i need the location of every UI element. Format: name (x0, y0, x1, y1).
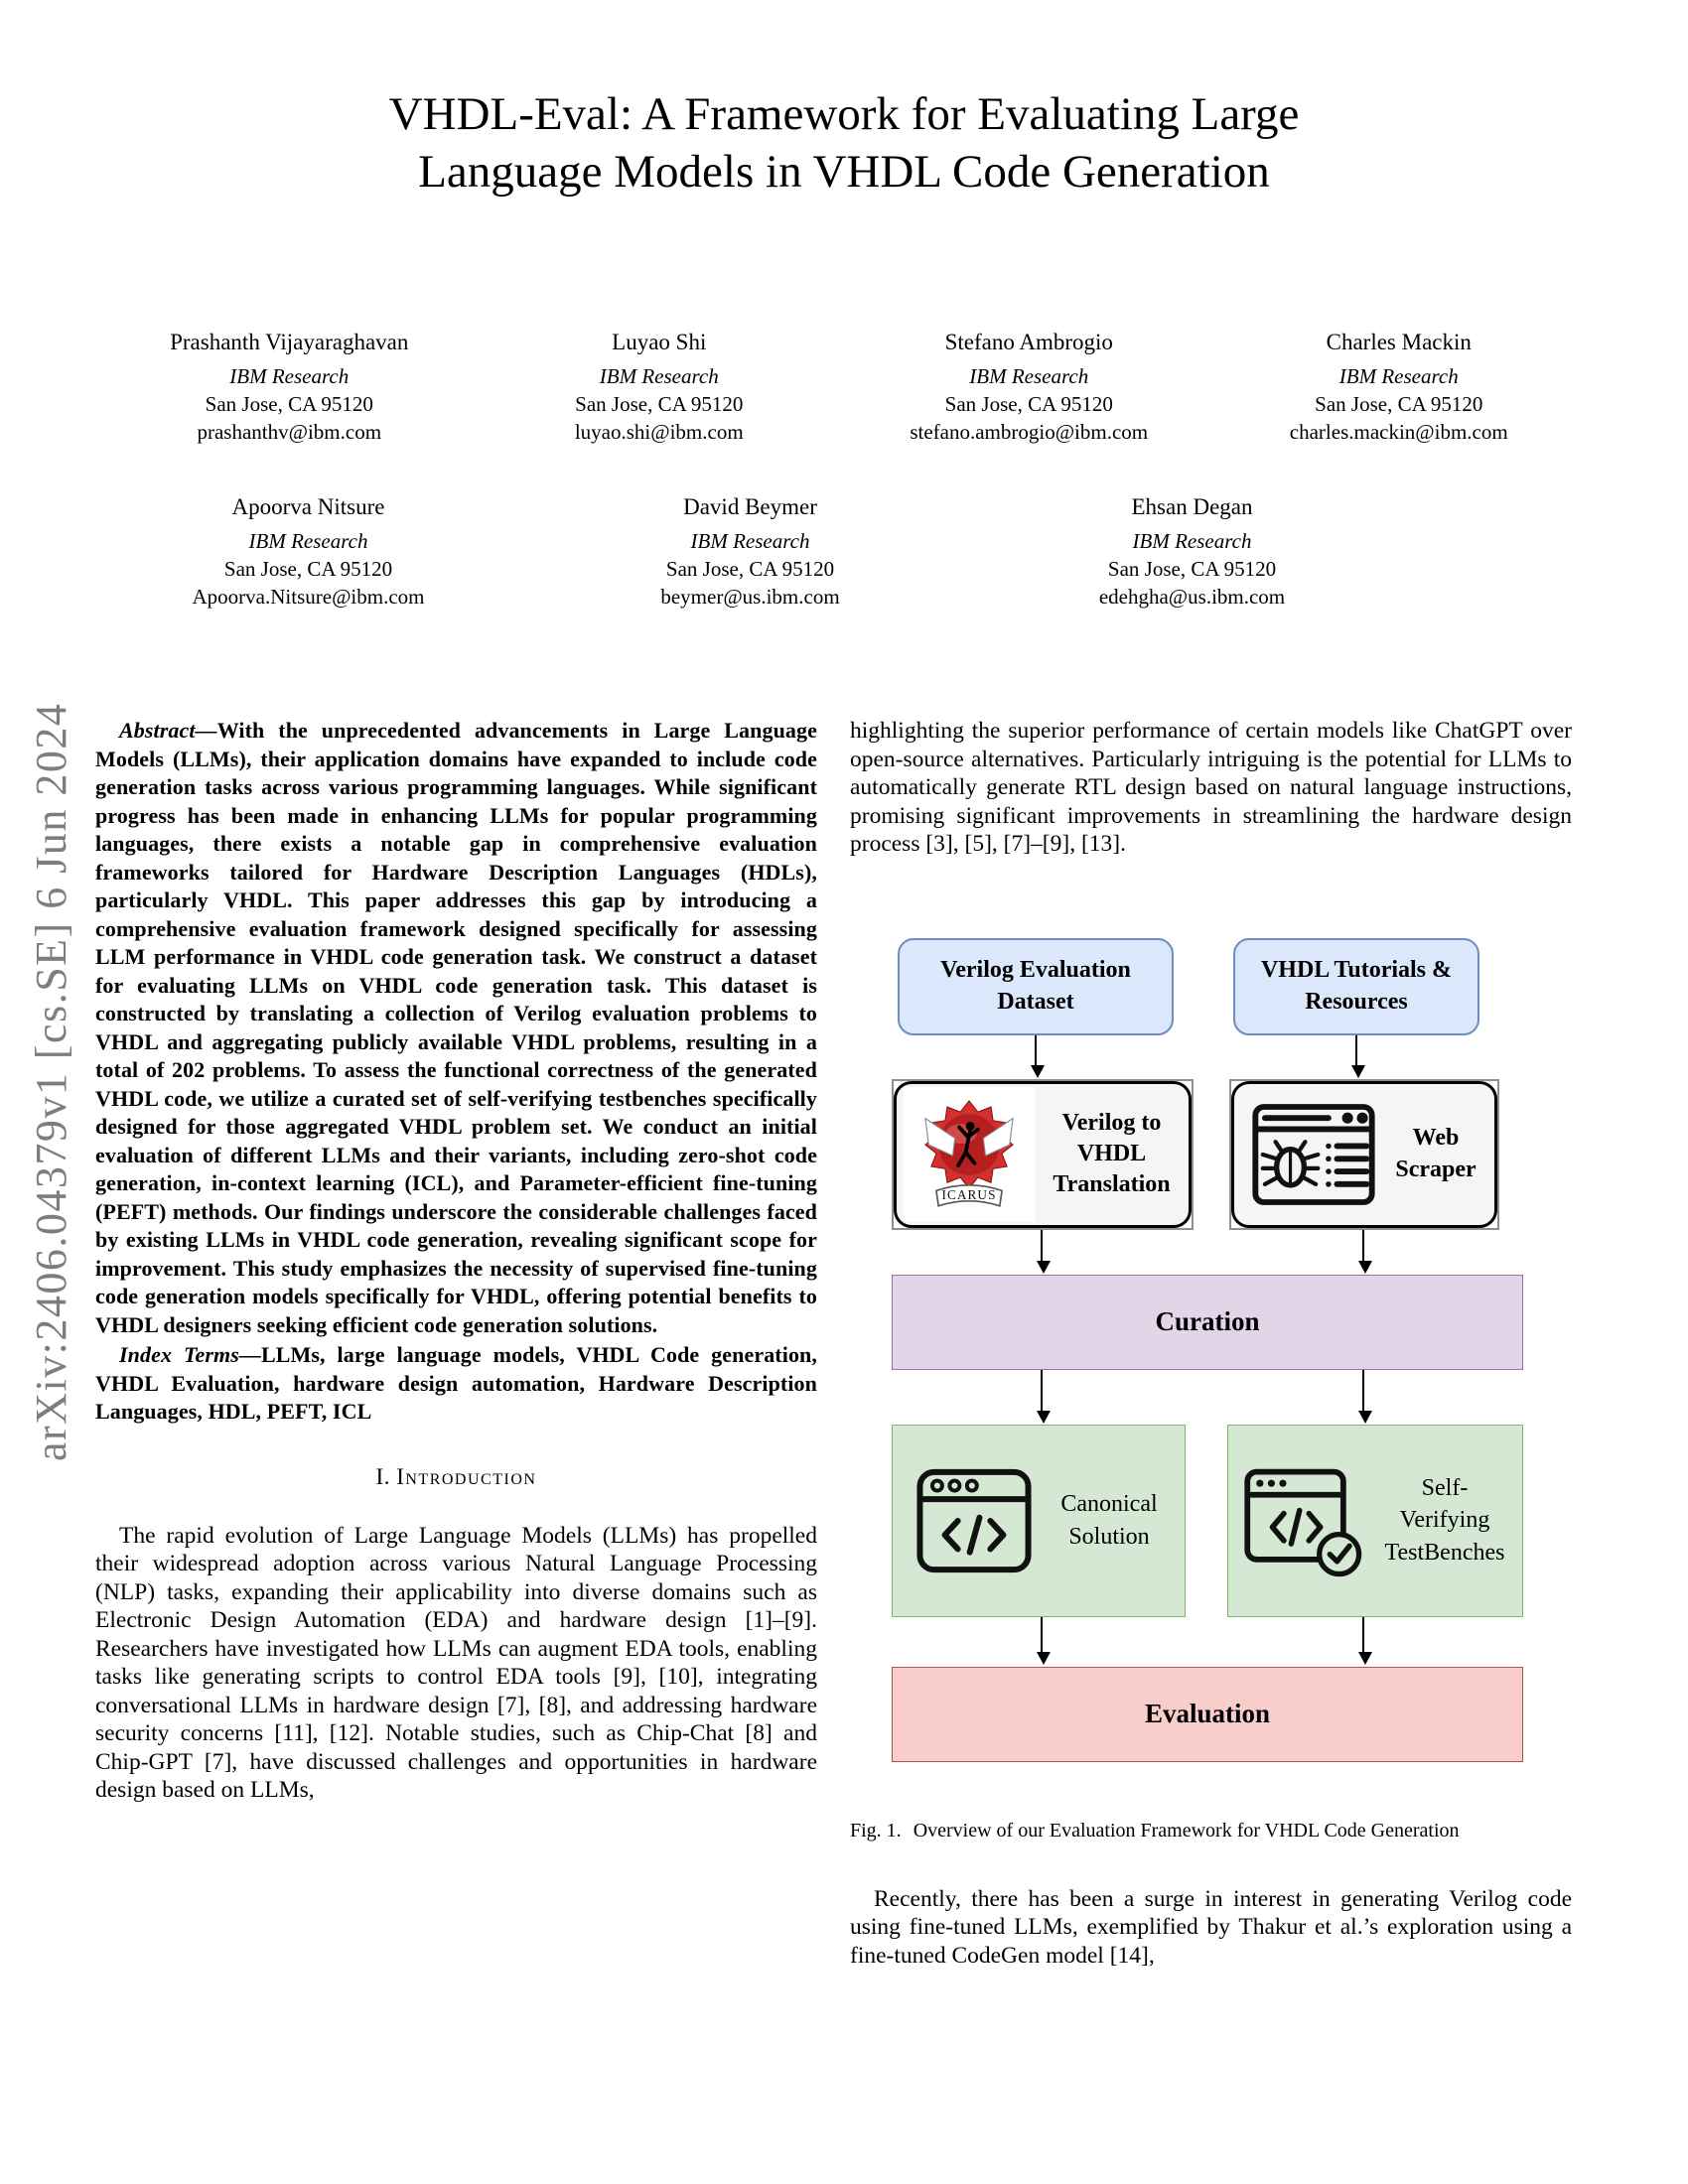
web-scraper-icon (1252, 1103, 1375, 1205)
index-terms: Index Terms—LLMs, large language models,… (95, 1341, 817, 1427)
author-name: Stefano Ambrogio (944, 330, 1113, 354)
author-location: San Jose, CA 95120 (1315, 392, 1483, 416)
author-block: Apoorva Nitsure IBM Research San Jose, C… (87, 492, 529, 611)
author-location: San Jose, CA 95120 (1107, 557, 1277, 581)
authors-row-1: Prashanth Vijayaraghavan IBM Research Sa… (104, 328, 1584, 446)
icarus-logo-icon: ICARUS (924, 1099, 1014, 1207)
author-email: stefano.ambrogio@ibm.com (910, 420, 1149, 444)
right-column: highlighting the superior performance of… (850, 717, 1572, 1970)
author-affiliation: IBM Research (248, 529, 368, 553)
arrow-down (1037, 1229, 1052, 1274)
paper-title: VHDL-Eval: A Framework for Evaluating La… (388, 88, 1300, 199)
author-email: charles.mackin@ibm.com (1289, 420, 1508, 444)
author-block: Prashanth Vijayaraghavan IBM Research Sa… (104, 328, 475, 446)
author-name: Luyao Shi (612, 330, 707, 354)
figure-caption-text: Overview of our Evaluation Framework for… (913, 1819, 1460, 1842)
author-location: San Jose, CA 95120 (944, 392, 1113, 416)
author-affiliation: IBM Research (969, 364, 1089, 388)
figure-caption-label: Fig. 1. (850, 1819, 902, 1842)
author-block: Ehsan Degan IBM Research San Jose, CA 95… (971, 492, 1413, 611)
abstract-lead: Abstract— (119, 718, 217, 743)
author-name: Charles Mackin (1326, 330, 1472, 354)
flow-node-canonical-solution: Canonical Solution (892, 1424, 1186, 1617)
figure-1-flowchart: Verilog Evaluation Dataset VHDL Tutorial… (850, 922, 1547, 1768)
abstract: Abstract—With the unprecedented advancem… (95, 717, 817, 1339)
arrow-down (1037, 1616, 1052, 1665)
arxiv-stamp: arXiv:2406.04379v1 [cs.SE] 6 Jun 2024 (27, 702, 75, 1462)
author-email: edehgha@us.ibm.com (1098, 585, 1286, 609)
author-email: luyao.shi@ibm.com (574, 420, 744, 444)
section-title: Introduction (396, 1463, 537, 1489)
arrow-down (1031, 1034, 1046, 1078)
author-name: Apoorva Nitsure (231, 494, 385, 519)
author-email: prashanthv@ibm.com (197, 420, 382, 444)
self-verifying-testbenches-label: Self- Verifying TestBenches (1384, 1474, 1505, 1566)
flow-node-verilog-to-vhdl-translation: ICARUS Verilog to VHDL Translation (892, 1078, 1194, 1230)
author-location: San Jose, CA 95120 (205, 392, 373, 416)
author-affiliation: IBM Research (599, 364, 719, 388)
right-paragraph-1: highlighting the superior performance of… (850, 718, 1572, 857)
index-terms-text: LLMs, large language models, VHDL Code g… (95, 1342, 817, 1424)
author-name: David Beymer (683, 494, 817, 519)
icarus-banner-text: ICARUS (941, 1187, 996, 1202)
author-email: beymer@us.ibm.com (660, 585, 840, 609)
author-location: San Jose, CA 95120 (223, 557, 393, 581)
section-heading-introduction: I. Introduction (95, 1464, 817, 1490)
figure-1-caption: Fig. 1. Overview of our Evaluation Framew… (850, 1818, 1572, 1843)
code-window-check-icon (1244, 1468, 1362, 1576)
abstract-text: With the unprecedented advancements in L… (95, 718, 817, 1337)
author-name: Ehsan Degan (1131, 494, 1253, 519)
flow-node-curation: Curation (892, 1274, 1523, 1370)
author-affiliation: IBM Research (1132, 529, 1252, 553)
left-column: Abstract—With the unprecedented advancem… (95, 717, 817, 1805)
verilog-to-vhdl-label: Verilog to VHDL Translation (1053, 1109, 1171, 1198)
web-scraper-inner: Web Scraper (1231, 1080, 1497, 1228)
flow-node-self-verifying-testbenches: Self- Verifying TestBenches (1227, 1424, 1523, 1617)
verilog-to-vhdl-inner: ICARUS Verilog to VHDL Translation (894, 1080, 1192, 1228)
author-affiliation: IBM Research (690, 529, 810, 553)
section-number: I. (375, 1463, 390, 1489)
intro-paragraph: The rapid evolution of Large Language Mo… (95, 1522, 817, 1804)
web-scraper-label: Web Scraper (1395, 1125, 1477, 1182)
author-block: Luyao Shi IBM Research San Jose, CA 9512… (475, 328, 845, 446)
author-location: San Jose, CA 95120 (575, 392, 744, 416)
author-block: Charles Mackin IBM Research San Jose, CA… (1214, 328, 1585, 446)
author-block: David Beymer IBM Research San Jose, CA 9… (529, 492, 971, 611)
flow-node-evaluation: Evaluation (892, 1666, 1523, 1762)
arrow-down (1351, 1034, 1366, 1078)
author-affiliation: IBM Research (229, 364, 350, 388)
arrow-down (1358, 1616, 1373, 1665)
flow-node-vhdl-tutorials-resources: VHDL Tutorials & Resources (1233, 937, 1479, 1035)
arrow-down (1037, 1369, 1052, 1424)
icarus-logo-panel: ICARUS (904, 1086, 1035, 1222)
author-location: San Jose, CA 95120 (665, 557, 835, 581)
flow-node-verilog-evaluation-dataset: Verilog Evaluation Dataset (898, 937, 1174, 1035)
arrow-down (1358, 1229, 1373, 1274)
author-email: Apoorva.Nitsure@ibm.com (192, 585, 425, 609)
author-affiliation: IBM Research (1338, 364, 1459, 388)
canonical-solution-label: Canonical Solution (1060, 1491, 1158, 1550)
code-window-icon (916, 1468, 1032, 1572)
arrow-down (1358, 1369, 1373, 1424)
index-terms-lead: Index Terms— (119, 1342, 261, 1367)
author-name: Prashanth Vijayaraghavan (170, 330, 409, 354)
authors-row-2: Apoorva Nitsure IBM Research San Jose, C… (87, 492, 1413, 611)
flow-node-web-scraper: Web Scraper (1229, 1078, 1499, 1230)
author-block: Stefano Ambrogio IBM Research San Jose, … (844, 328, 1214, 446)
right-paragraph-2: Recently, there has been a surge in inte… (850, 1885, 1572, 1969)
